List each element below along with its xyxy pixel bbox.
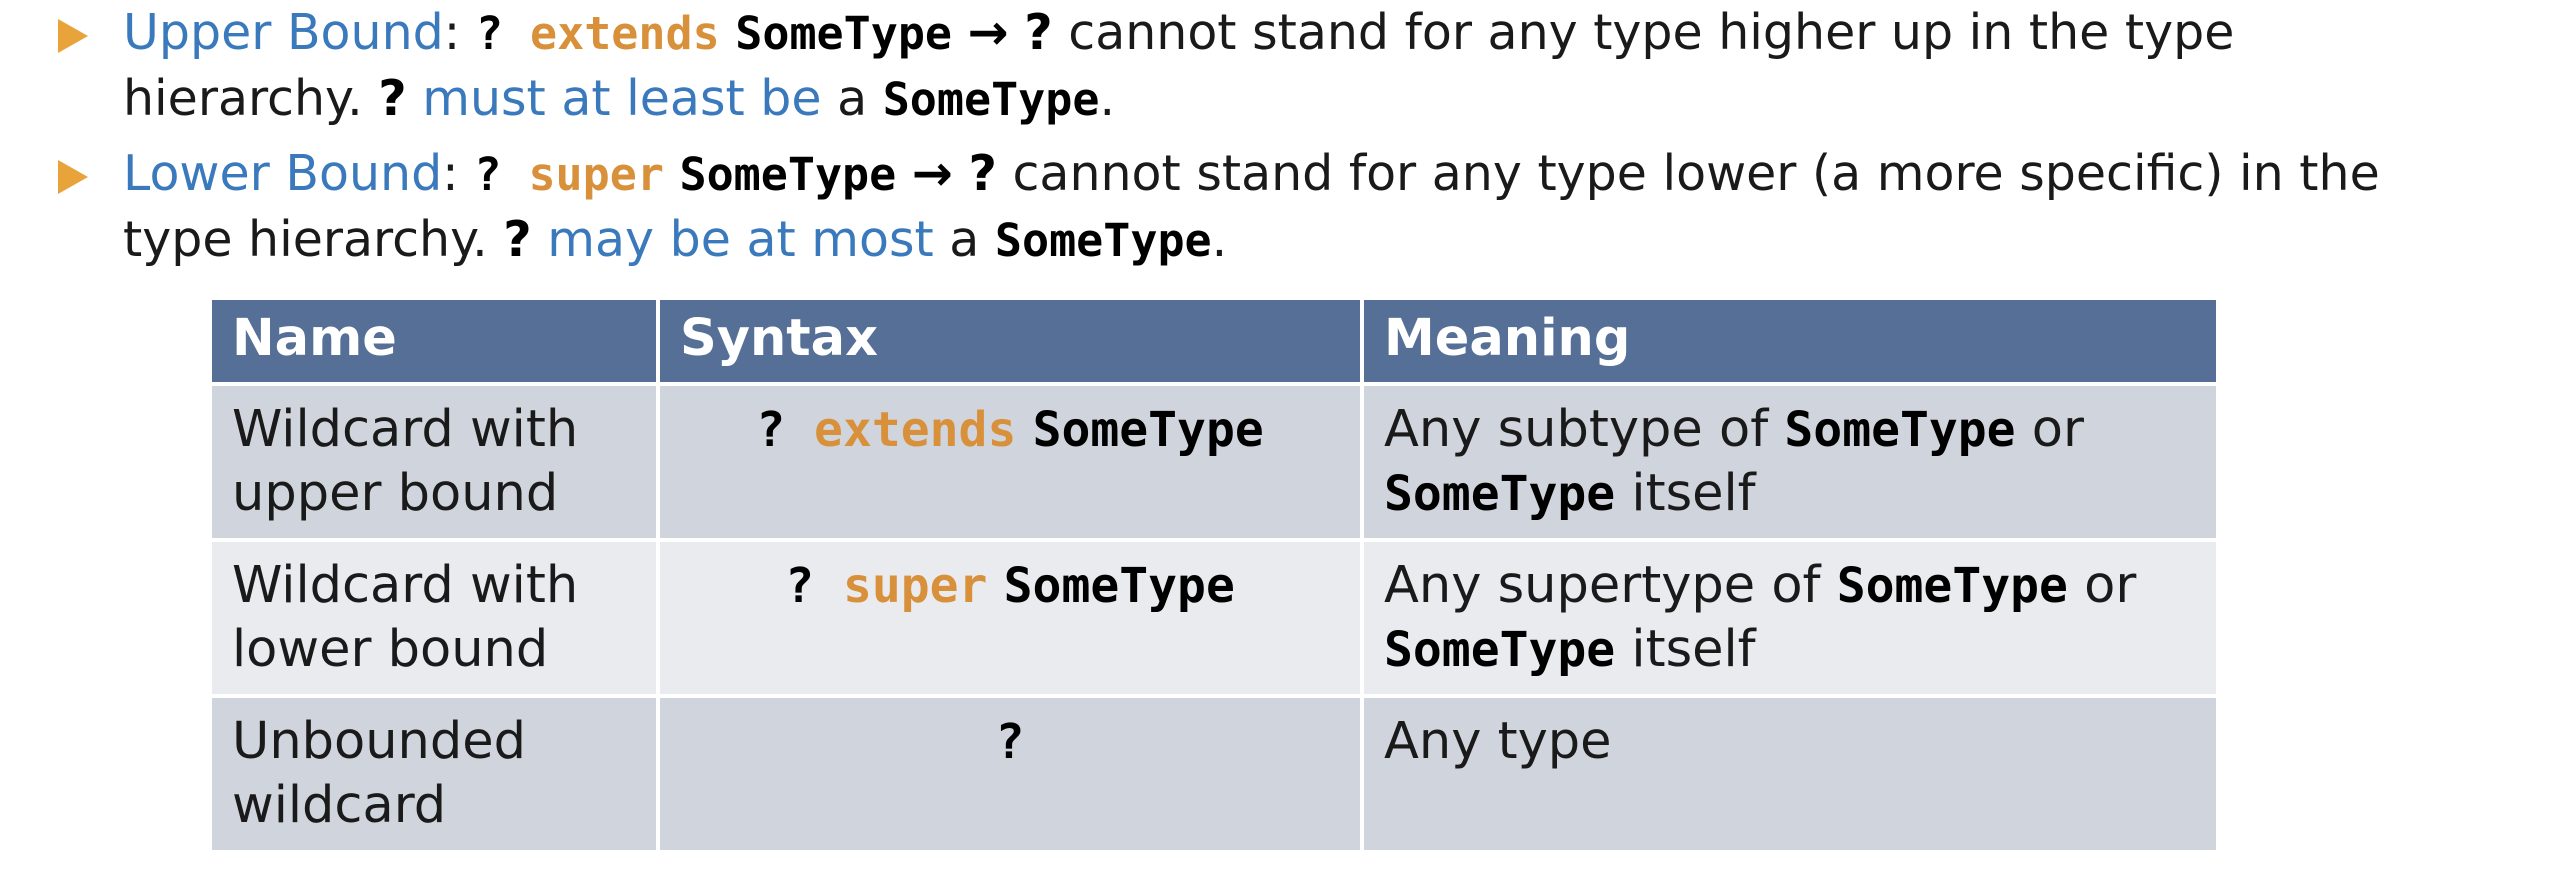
name-line: Unbounded — [232, 712, 526, 771]
meaning-text: or — [2015, 400, 2084, 459]
implies-arrow-icon: → — [967, 4, 1009, 61]
period: . — [1211, 211, 1228, 268]
type-name: SomeType — [1784, 402, 2016, 458]
triangle-right-icon — [58, 19, 88, 53]
triangle-right-icon — [58, 160, 88, 194]
wildcard-q: ? — [968, 145, 997, 202]
cell-syntax: ? super SomeType — [656, 538, 1364, 698]
wildcard-q: ? — [503, 211, 532, 268]
meaning-text: Any type — [1384, 712, 1612, 771]
emphasis-text: must at least be — [422, 70, 822, 127]
bullet-body: a — [821, 70, 883, 127]
header-syntax: Syntax — [656, 296, 1364, 386]
header-meaning: Meaning — [1360, 296, 2220, 386]
type-name: SomeType — [994, 214, 1212, 267]
type-name: SomeType — [882, 73, 1100, 126]
type-name: SomeType — [679, 148, 897, 201]
bullet-body: type hierarchy. — [123, 211, 504, 268]
wildcard-q: ? — [474, 148, 529, 201]
wildcard-q: ? — [378, 70, 407, 127]
meaning-text: Any subtype of — [1384, 400, 1785, 459]
colon: : — [442, 145, 475, 202]
table-header-row: Name Syntax Meaning — [208, 296, 2220, 386]
meaning-text: itself — [1615, 620, 1756, 679]
bullet-body: a — [933, 211, 995, 268]
period: . — [1099, 70, 1116, 127]
bullet-body: cannot stand for any type lower (a more … — [996, 145, 2380, 202]
meaning-text: or — [2067, 556, 2137, 615]
keyword-extends: extends — [814, 402, 1017, 458]
colon: : — [443, 4, 476, 61]
wildcard-q: ? — [785, 558, 843, 614]
type-name: SomeType — [1003, 558, 1235, 614]
bullet-body: cannot stand for any type higher up in t… — [1052, 4, 2235, 61]
type-name: SomeType — [1836, 558, 2068, 614]
type-name: SomeType — [735, 7, 953, 60]
bullet-body: hierarchy. — [123, 70, 379, 127]
type-name: SomeType — [1384, 622, 1616, 678]
wildcard-q: ? — [1024, 4, 1053, 61]
cell-syntax: ? extends SomeType — [656, 382, 1364, 542]
wildcard-q: ? — [475, 7, 531, 60]
header-name: Name — [208, 296, 660, 386]
keyword-super: super — [528, 148, 664, 201]
name-line: wildcard — [232, 776, 447, 835]
bullet-text: Upper Bound: ? extends SomeType → ? cann… — [123, 0, 2553, 132]
name-line: upper bound — [232, 464, 559, 523]
keyword-extends: extends — [530, 7, 720, 60]
cell-meaning: Any type — [1360, 694, 2220, 854]
name-line: Wildcard with — [232, 400, 579, 459]
wildcard-q: ? — [756, 402, 815, 458]
bullet-label: Upper Bound — [123, 4, 444, 61]
type-name: SomeType — [1384, 466, 1616, 522]
implies-arrow-icon: → — [911, 145, 953, 202]
cell-syntax: ? — [656, 694, 1364, 854]
keyword-super: super — [842, 558, 988, 614]
wildcard-q: ? — [995, 714, 1025, 770]
meaning-text: Any supertype of — [1384, 556, 1837, 615]
bullet-label: Lower Bound — [123, 145, 443, 202]
emphasis-text: may be at most — [547, 211, 934, 268]
name-line: Wildcard with — [232, 556, 579, 615]
meaning-text: itself — [1615, 464, 1756, 523]
bullet-text: Lower Bound: ? super SomeType → ? cannot… — [123, 141, 2553, 273]
type-name: SomeType — [1032, 402, 1264, 458]
name-line: lower bound — [232, 620, 549, 679]
